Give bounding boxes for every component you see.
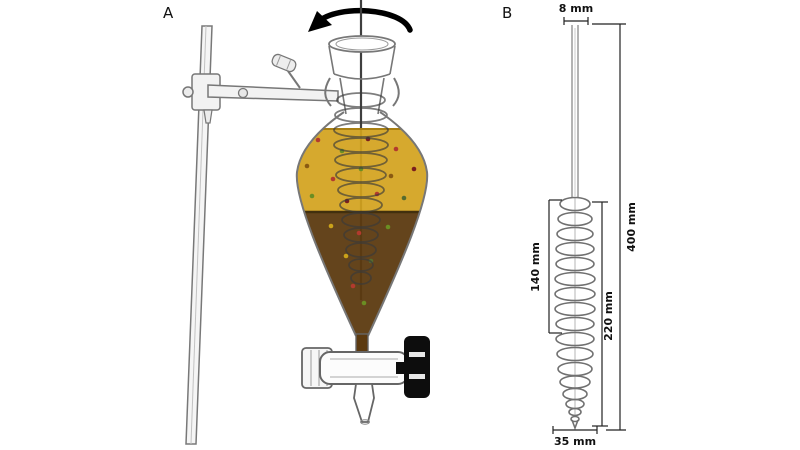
dimension-total-length: 400 mm xyxy=(592,23,638,431)
dim-bottom-width-label: 35 mm xyxy=(554,435,596,448)
spiral-auger xyxy=(554,196,596,431)
spiral-stirrer xyxy=(333,92,389,285)
auger-shaft xyxy=(571,25,579,198)
valve-handle xyxy=(404,336,430,398)
rotation-arrow xyxy=(308,7,413,33)
panel-a: A xyxy=(163,0,430,445)
droplets xyxy=(304,136,421,306)
auger-tip xyxy=(571,419,579,431)
lower-liquid-layer xyxy=(296,212,428,336)
dim-total-length-label: 400 mm xyxy=(625,202,638,252)
clamp-knob xyxy=(271,53,297,73)
panel-a-label: A xyxy=(163,4,174,22)
stopcock-barrel xyxy=(319,351,409,385)
dim-spiral-length-label: 220 mm xyxy=(602,291,615,341)
separatory-funnel-outline xyxy=(295,111,429,337)
panel-b: B 8 mm xyxy=(502,2,638,448)
dim-top-width-label: 8 mm xyxy=(559,2,593,15)
clamp xyxy=(182,53,400,124)
rotation-arrowhead xyxy=(308,11,332,32)
clamp-screw xyxy=(182,86,194,98)
dimension-upper-spiral-length: 140 mm xyxy=(529,199,562,334)
dim-upper-spiral-length-label: 140 mm xyxy=(529,242,542,292)
panel-b-label: B xyxy=(502,4,512,22)
dimension-top-width: 8 mm xyxy=(559,2,593,25)
outlet-tube xyxy=(353,383,375,423)
dimension-spiral-length: 220 mm xyxy=(592,201,615,427)
clamp-arm xyxy=(207,84,339,102)
funnel-mouth xyxy=(328,35,396,115)
stopcock xyxy=(301,333,430,425)
dimension-bottom-width: 35 mm xyxy=(552,426,598,448)
